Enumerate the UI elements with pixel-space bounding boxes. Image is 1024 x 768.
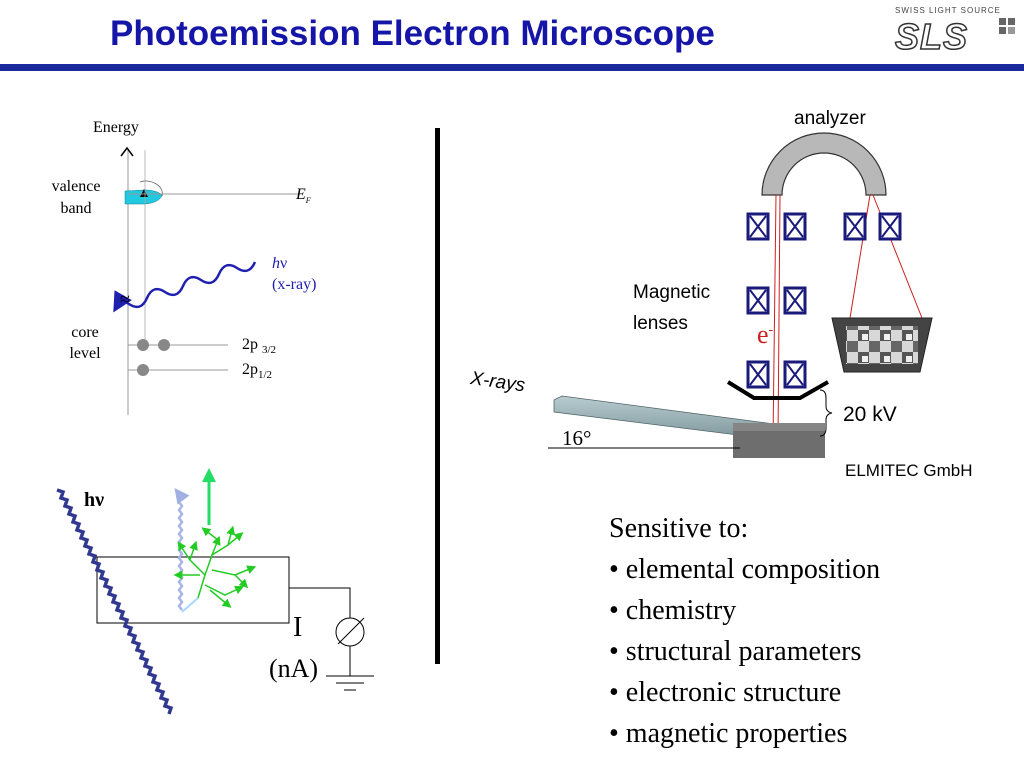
photon-hv-label: hν xyxy=(84,489,105,511)
logo-caption: SWISS LIGHT SOURCE xyxy=(895,6,1001,15)
core-electron xyxy=(137,339,149,351)
sensitivity-list: Sensitive to: • elemental composition • … xyxy=(609,508,880,754)
excited-electron-path xyxy=(181,597,199,613)
logo-square xyxy=(1008,18,1015,25)
photon-h: h xyxy=(272,255,280,272)
list-item: • structural parameters xyxy=(609,636,862,667)
photon-label: hν xyxy=(272,255,287,273)
photon-nu: ν xyxy=(280,255,288,272)
core-electron xyxy=(137,364,149,376)
sample-diagram xyxy=(56,468,374,715)
objective-electrode xyxy=(726,380,829,400)
electron-cascade-tree xyxy=(173,525,257,608)
title-rule xyxy=(0,64,1024,71)
peem-instrument xyxy=(548,132,933,458)
vertical-divider xyxy=(435,128,440,664)
voltage-brace xyxy=(819,389,833,437)
list-item: • magnetic properties xyxy=(609,718,848,749)
emitted-electron-arrow-icon xyxy=(202,468,216,482)
level-2p12-label: 2p1/2 xyxy=(242,361,272,381)
list-item: • chemistry xyxy=(609,595,737,626)
list-item: • elemental composition xyxy=(609,554,881,585)
logo-square xyxy=(999,18,1006,25)
xray-note: (x-ray) xyxy=(272,276,317,293)
energy-axis-arrow-icon xyxy=(120,146,134,157)
current-symbol: I xyxy=(293,612,303,643)
manufacturer-label: ELMITEC GmbH xyxy=(845,461,973,480)
level-2p32-main: 2p xyxy=(242,336,258,353)
sensitivity-heading: Sensitive to: xyxy=(609,513,749,544)
axis-break-symbol: ≈ xyxy=(120,289,130,309)
magnetic-lens-crosses xyxy=(749,215,899,386)
valence-band-label: valence band xyxy=(51,178,101,217)
level-2p12-main: 2p xyxy=(242,361,258,378)
sample-holder-top xyxy=(733,423,825,431)
circuit-wire xyxy=(289,587,351,618)
incident-photon-wave xyxy=(56,488,174,715)
fermi-label-main: E xyxy=(296,186,306,203)
level-2p32-sub: 3/2 xyxy=(262,344,277,357)
analyzer-shape xyxy=(761,132,887,196)
page-title: Photoemission Electron Microscope xyxy=(110,14,715,53)
level-2p32-label: 2p 3/2 xyxy=(242,336,276,356)
current-unit: (nA) xyxy=(269,654,319,683)
voltage-label: 20 kV xyxy=(843,403,897,426)
domain-image xyxy=(846,326,918,364)
electron-charge: - xyxy=(768,322,774,338)
core-level-label: core level xyxy=(69,324,101,362)
reflected-photon-wave xyxy=(174,488,190,611)
analyzer-label: analyzer xyxy=(794,108,866,129)
electron-symbol: e xyxy=(757,320,769,349)
energy-axis-label: Energy xyxy=(93,119,139,136)
ammeter-needle xyxy=(337,617,365,645)
level-2p12-sub: 1/2 xyxy=(258,369,273,382)
xray-wave-arrow xyxy=(113,261,257,313)
logo-square xyxy=(1008,27,1015,34)
energy-diagram xyxy=(113,146,300,415)
magnetic-lenses-label-line1: Magnetic xyxy=(633,282,711,303)
logo-mark: SLS xyxy=(894,15,969,58)
angle-label: 16° xyxy=(562,426,592,450)
valence-hole-icon xyxy=(140,189,148,197)
list-item: • electronic structure xyxy=(609,677,842,708)
fermi-level-label: EF xyxy=(296,186,311,205)
logo-square xyxy=(999,27,1006,34)
core-electron xyxy=(158,339,170,351)
electron-label: e- xyxy=(757,320,773,350)
sls-logo: SWISS LIGHT SOURCE SLS xyxy=(894,6,1015,58)
fermi-label-sub: F xyxy=(305,196,311,206)
sample-block xyxy=(96,556,290,624)
magnetic-lenses-label-line2: lenses xyxy=(633,313,688,334)
